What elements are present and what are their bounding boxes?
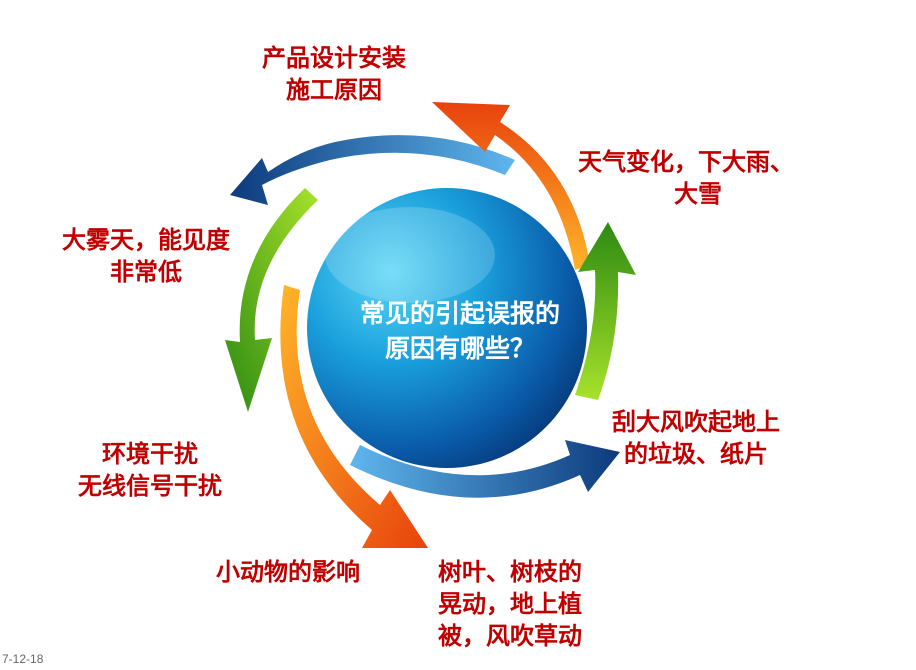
cause-line: 小动物的影响 [216, 558, 360, 586]
cause-small-animals: 小动物的影响 [216, 556, 360, 588]
center-sphere [307, 188, 587, 468]
cause-line: 树叶、树枝的 [438, 558, 582, 586]
arrow-green-left [225, 188, 318, 412]
center-question-line2: 原因有哪些？ [384, 334, 535, 363]
cause-line: 天气变化，下大雨、 [578, 148, 794, 176]
arrow-blue-top [230, 135, 515, 205]
cause-line: 的垃圾、纸片 [624, 440, 768, 468]
cause-line: 产品设计安装 [262, 44, 406, 72]
cause-wind-debris: 刮大风吹起地上 的垃圾、纸片 [612, 406, 780, 470]
cause-leaves-branches: 树叶、树枝的 晃动，地上植 被，风吹草动 [438, 556, 582, 652]
cause-line: 晃动，地上植 [438, 590, 582, 618]
cause-heavy-fog: 大雾天，能见度 非常低 [62, 224, 230, 288]
arrow-orange-bottom [280, 285, 428, 548]
cause-product-installation: 产品设计安装 施工原因 [262, 42, 406, 106]
arrow-green-right [575, 222, 636, 400]
cause-line: 大雪 [674, 180, 722, 208]
cause-line: 无线信号干扰 [78, 472, 222, 500]
cause-line: 大雾天，能见度 [62, 226, 230, 254]
sphere-highlight [325, 207, 495, 303]
cause-line: 施工原因 [286, 76, 382, 104]
cause-line: 被，风吹草动 [438, 622, 582, 650]
cause-weather-change: 天气变化，下大雨、 大雪 [578, 146, 794, 210]
cause-interference: 环境干扰 无线信号干扰 [78, 438, 222, 502]
footer-date: 7-12-18 [2, 652, 44, 666]
arrow-blue-right [350, 440, 620, 498]
cause-line: 非常低 [110, 258, 182, 286]
arrow-orange-top [432, 102, 590, 270]
cause-line: 环境干扰 [102, 440, 198, 468]
cause-line: 刮大风吹起地上 [612, 408, 780, 436]
center-question: 常见的引起误报的 原因有哪些？ [300, 296, 620, 366]
center-question-line1: 常见的引起误报的 [359, 299, 560, 328]
